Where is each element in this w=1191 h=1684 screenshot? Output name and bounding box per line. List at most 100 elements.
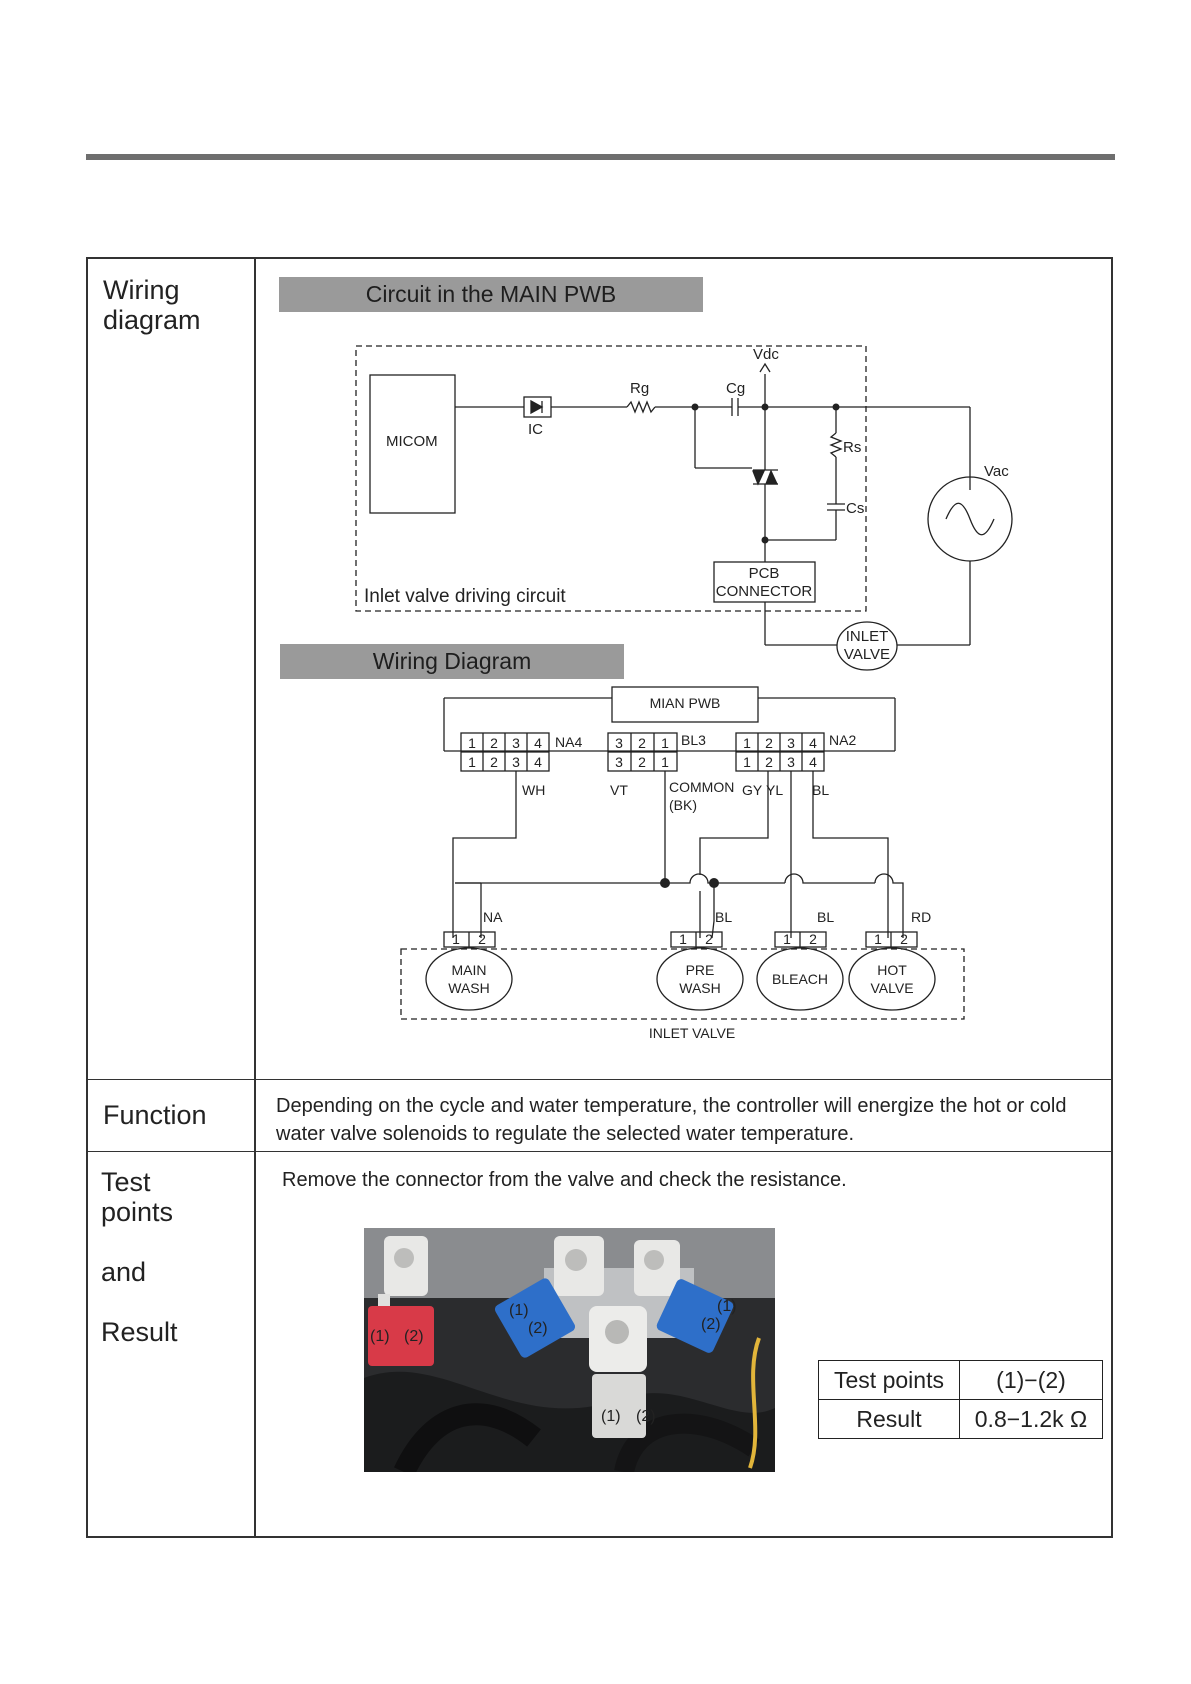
inlet-valve-label: INLET (846, 628, 889, 645)
vac-label: Vac (984, 463, 1009, 480)
micom-label: MICOM (386, 433, 438, 450)
pin: 2 (765, 735, 773, 751)
pwb-label: MIAN PWB (650, 695, 721, 711)
test-label: Test points and Result (101, 1167, 178, 1347)
ic-label: IC (528, 421, 543, 438)
row-divider (86, 1151, 1113, 1152)
pin: 3 (512, 735, 520, 751)
inlet-valve-caption: INLET VALVE (649, 1025, 735, 1041)
function-description: Depending on the cycle and water tempera… (276, 1095, 1067, 1145)
wire-rd-label: RD (911, 909, 931, 925)
result-header: Result (818, 1399, 960, 1439)
pin: 3 (615, 754, 623, 770)
spec-table (86, 257, 1113, 1538)
pin: 1 (452, 931, 460, 947)
pin: 2 (478, 931, 486, 947)
pin: 1 (468, 754, 476, 770)
pin: 2 (705, 931, 713, 947)
test-points-value: (1)−(2) (959, 1360, 1103, 1400)
driving-circuit-label: Inlet valve driving circuit (364, 586, 566, 607)
pin: 2 (490, 754, 498, 770)
valve-main-wash-label: MAIN (452, 962, 487, 978)
pin: 2 (765, 754, 773, 770)
valve-photo-illustration (364, 1228, 775, 1472)
cg-label: Cg (726, 380, 745, 397)
circuit-header: Circuit in the MAIN PWB (279, 277, 703, 312)
pin: 3 (512, 754, 520, 770)
pin: 4 (534, 735, 542, 751)
connector-na4-label: NA4 (555, 734, 582, 750)
connector-bl3-label: BL3 (681, 732, 706, 748)
pin-2-label: (2) (404, 1328, 424, 1345)
pin: 2 (638, 754, 646, 770)
result-table: Test points (1)−(2) Result 0.8−1.2k Ω (818, 1360, 1103, 1439)
pin-2-label: (2) (636, 1408, 656, 1425)
vdc-label: Vdc (753, 346, 779, 363)
red-connector (368, 1306, 434, 1366)
rg-label: Rg (630, 380, 649, 397)
pin-1-label: (1) (601, 1408, 621, 1425)
pin: 1 (661, 735, 669, 751)
inlet-valve-label: VALVE (844, 646, 890, 663)
pin: 3 (787, 754, 795, 770)
blue-connector (656, 1279, 734, 1353)
pin: 1 (743, 735, 751, 751)
pin: 1 (783, 931, 791, 947)
wire-bl-label: BL (715, 909, 732, 925)
wire-vt-label: VT (610, 782, 628, 798)
pin: 4 (809, 735, 817, 751)
blue-connector (494, 1278, 576, 1358)
pin: 4 (534, 754, 542, 770)
cs-label: Cs (846, 500, 864, 517)
pcb-connector-label: CONNECTOR (716, 583, 813, 600)
valve-hot-label: VALVE (870, 980, 913, 996)
white-connector (592, 1374, 646, 1438)
pin-1-label: (1) (717, 1298, 737, 1315)
wire-bl-label: BL (817, 909, 834, 925)
wire-bl-label: BL (812, 782, 829, 798)
wire-na-label: NA (483, 909, 503, 925)
pin: 1 (661, 754, 669, 770)
valve-main-wash-label: WASH (448, 980, 489, 996)
pin: 3 (615, 735, 623, 751)
pin: 2 (900, 931, 908, 947)
row-divider (86, 1079, 1113, 1080)
wire-common-label: (BK) (669, 797, 697, 813)
rs-label: Rs (843, 439, 861, 456)
table-row: Result 0.8−1.2k Ω (818, 1399, 1103, 1439)
wire-wh-label: WH (522, 782, 545, 798)
test-points-header: Test points (818, 1360, 960, 1400)
valve-bleach-label: BLEACH (772, 971, 828, 987)
wire-yl-label: YL (766, 782, 783, 798)
pin: 3 (787, 735, 795, 751)
pin: 1 (468, 735, 476, 751)
function-label: Function (103, 1100, 207, 1130)
pin: 4 (809, 754, 817, 770)
header-rule (86, 154, 1115, 160)
pin: 2 (809, 931, 817, 947)
pcb-connector-label: PCB (749, 565, 780, 582)
result-value: 0.8−1.2k Ω (959, 1399, 1103, 1439)
valve-pre-wash-label: WASH (679, 980, 720, 996)
wire-gy-label: GY (742, 782, 763, 798)
pin-2-label: (2) (701, 1316, 721, 1333)
valve-photo: (1) (2) (1) (2) (1) (2) (1) (2) (364, 1228, 775, 1472)
table-row: Test points (1)−(2) (818, 1360, 1103, 1400)
pin-1-label: (1) (370, 1328, 390, 1345)
wire-common-label: COMMON (669, 779, 734, 795)
pin: 2 (490, 735, 498, 751)
pin-2-label: (2) (528, 1320, 548, 1337)
pin: 1 (743, 754, 751, 770)
valve-pre-wash-label: PRE (686, 962, 715, 978)
pin: 1 (679, 931, 687, 947)
column-divider (254, 257, 256, 1538)
pin: 2 (638, 735, 646, 751)
wiring-diagram-header: Wiring Diagram (280, 644, 624, 679)
pin: 1 (874, 931, 882, 947)
pin-1-label: (1) (509, 1302, 529, 1319)
valve-hot-label: HOT (877, 962, 907, 978)
connector-na2-label: NA2 (829, 732, 856, 748)
test-instruction: Remove the connector from the valve and … (282, 1169, 847, 1191)
